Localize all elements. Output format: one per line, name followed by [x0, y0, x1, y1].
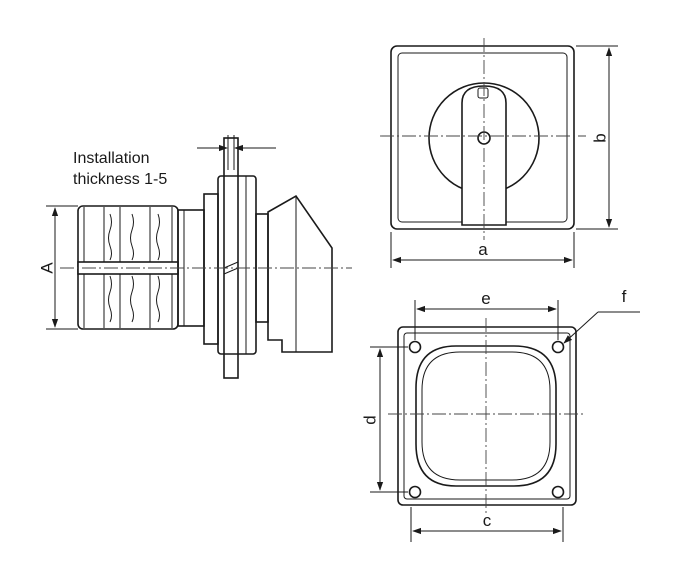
- label-e: e: [481, 289, 490, 308]
- dimension-e: e: [414, 289, 559, 340]
- label-b: b: [590, 133, 609, 142]
- leader-f: f: [563, 287, 640, 344]
- label-d: d: [360, 415, 379, 424]
- cutout-view: e c d f: [360, 287, 640, 542]
- mounting-hole-bottom-right: [551, 485, 565, 499]
- mounting-hole-top-right: [551, 340, 565, 354]
- installation-thickness-dimension: [197, 135, 276, 170]
- label-c: c: [483, 511, 492, 530]
- label-a: a: [478, 240, 488, 259]
- contact-block: [77, 205, 179, 330]
- central-opening: [415, 345, 557, 487]
- front-view: a b: [380, 38, 618, 268]
- installation-thickness-note: Installation thickness 1-5: [73, 148, 167, 190]
- dimension-b: b: [576, 45, 618, 230]
- dimension-d: d: [360, 346, 408, 493]
- panel-section: [223, 137, 239, 379]
- mounting-hole-top-left: [408, 340, 422, 354]
- dimension-a: a: [390, 232, 575, 268]
- dimension-A: A: [37, 205, 78, 330]
- mounting-holes: [408, 340, 565, 499]
- label-A: A: [37, 262, 56, 274]
- front-plate-side: [217, 175, 269, 355]
- mounting-hole-bottom-left: [408, 485, 422, 499]
- label-f: f: [622, 287, 627, 306]
- position-indicator: [477, 87, 489, 99]
- note-line-1: Installation: [73, 150, 150, 167]
- side-view: A: [37, 135, 352, 379]
- dimension-c: c: [410, 507, 564, 542]
- mounting-bracket: [177, 193, 219, 345]
- handle-side: [267, 194, 333, 353]
- note-line-2: thickness 1-5: [73, 171, 168, 188]
